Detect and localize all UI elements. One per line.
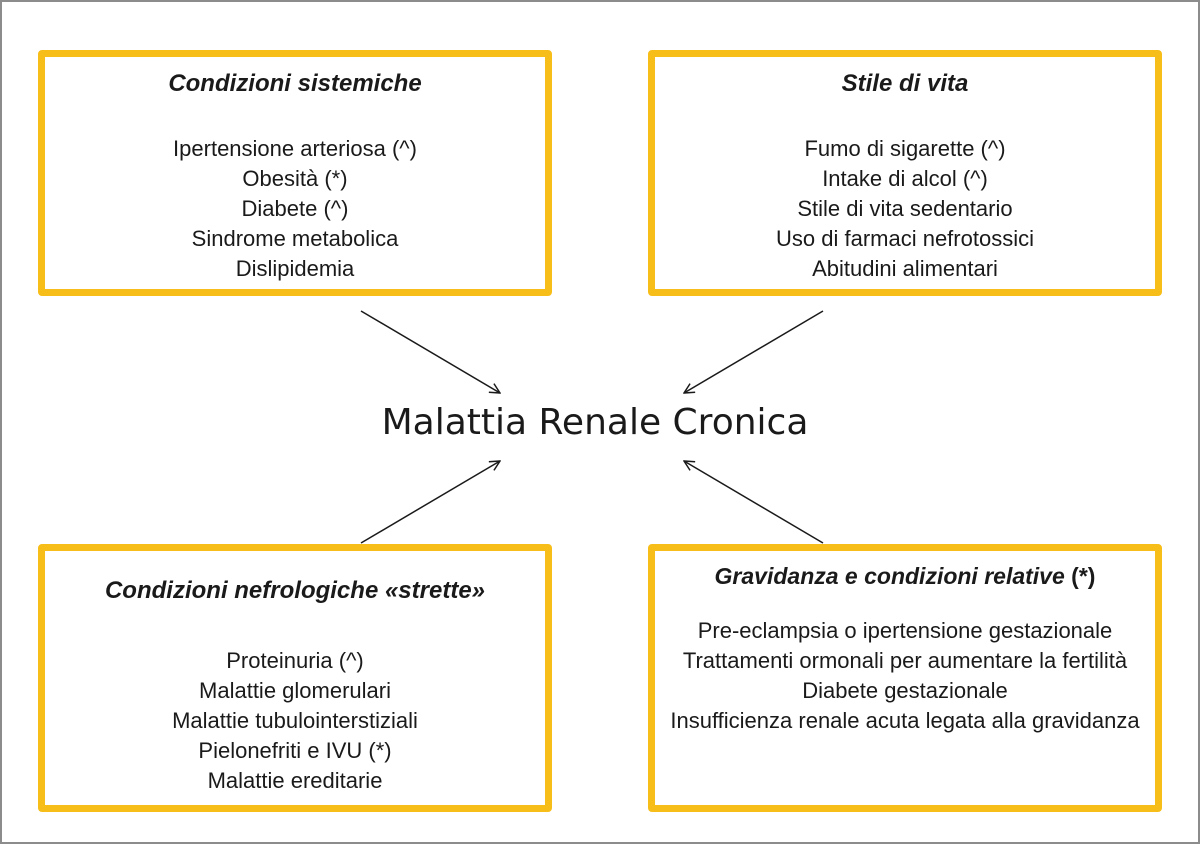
list-item: Sindrome metabolica — [191, 226, 399, 251]
list-item: Malattie glomerulari — [199, 678, 391, 703]
list-item: Fumo di sigarette (^) — [804, 136, 1006, 161]
list-item: Pre-eclampsia o ipertensione gestazional… — [697, 618, 1113, 643]
list-item: Pielonefriti e IVU (*) — [198, 738, 392, 763]
arrow-from-systemic — [360, 310, 500, 393]
list-item: Insufficienza renale acuta legata alla g… — [670, 708, 1140, 733]
box-title-pregnancy-suffix: (*) — [1064, 563, 1096, 589]
arrow-from-nephrologic — [360, 461, 500, 544]
list-item: Diabete (^) — [241, 196, 349, 221]
list-item: Trattamenti ormonali per aumentare la fe… — [682, 648, 1128, 673]
box-lifestyle: Stile di vita Fumo di sigarette (^) Inta… — [648, 50, 1162, 296]
list-item: Malattie tubulointerstiziali — [172, 708, 418, 733]
list-item: Ipertensione arteriosa (^) — [173, 136, 417, 161]
list-item: Abitudini alimentari — [812, 256, 998, 281]
list-pregnancy: Pre-eclampsia o ipertensione gestazional… — [655, 616, 1155, 736]
list-systemic: Ipertensione arteriosa (^) Obesità (*) D… — [45, 134, 545, 284]
list-lifestyle: Fumo di sigarette (^) Intake di alcol (^… — [655, 134, 1155, 284]
list-item: Stile di vita sedentario — [797, 196, 1013, 221]
box-systemic-conditions: Condizioni sistemiche Ipertensione arter… — [38, 50, 552, 296]
box-nephrologic-conditions: Condizioni nefrologiche «strette» Protei… — [38, 544, 552, 812]
list-nephrologic: Proteinuria (^) Malattie glomerulari Mal… — [45, 646, 545, 796]
list-item: Malattie ereditarie — [207, 768, 383, 793]
list-item: Diabete gestazionale — [802, 678, 1008, 703]
list-item: Intake di alcol (^) — [822, 166, 988, 191]
box-title-pregnancy-text: Gravidanza e condizioni relative — [714, 563, 1065, 589]
list-item: Uso di farmaci nefrotossici — [776, 226, 1034, 251]
box-title-systemic: Condizioni sistemiche — [168, 70, 422, 97]
list-item: Obesità (*) — [242, 166, 348, 191]
list-item: Proteinuria (^) — [226, 648, 364, 673]
box-title-lifestyle: Stile di vita — [841, 70, 969, 97]
arrow-from-lifestyle — [684, 310, 824, 393]
list-item: Dislipidemia — [235, 256, 355, 281]
arrow-from-pregnancy — [684, 461, 824, 544]
center-label-ckd: Malattia Renale Cronica — [381, 402, 809, 443]
box-title-nephrologic: Condizioni nefrologiche «strette» — [104, 577, 486, 604]
box-title-pregnancy: Gravidanza e condizioni relative (*) — [655, 561, 1155, 591]
box-pregnancy-conditions: Gravidanza e condizioni relative (*) Pre… — [648, 544, 1162, 812]
